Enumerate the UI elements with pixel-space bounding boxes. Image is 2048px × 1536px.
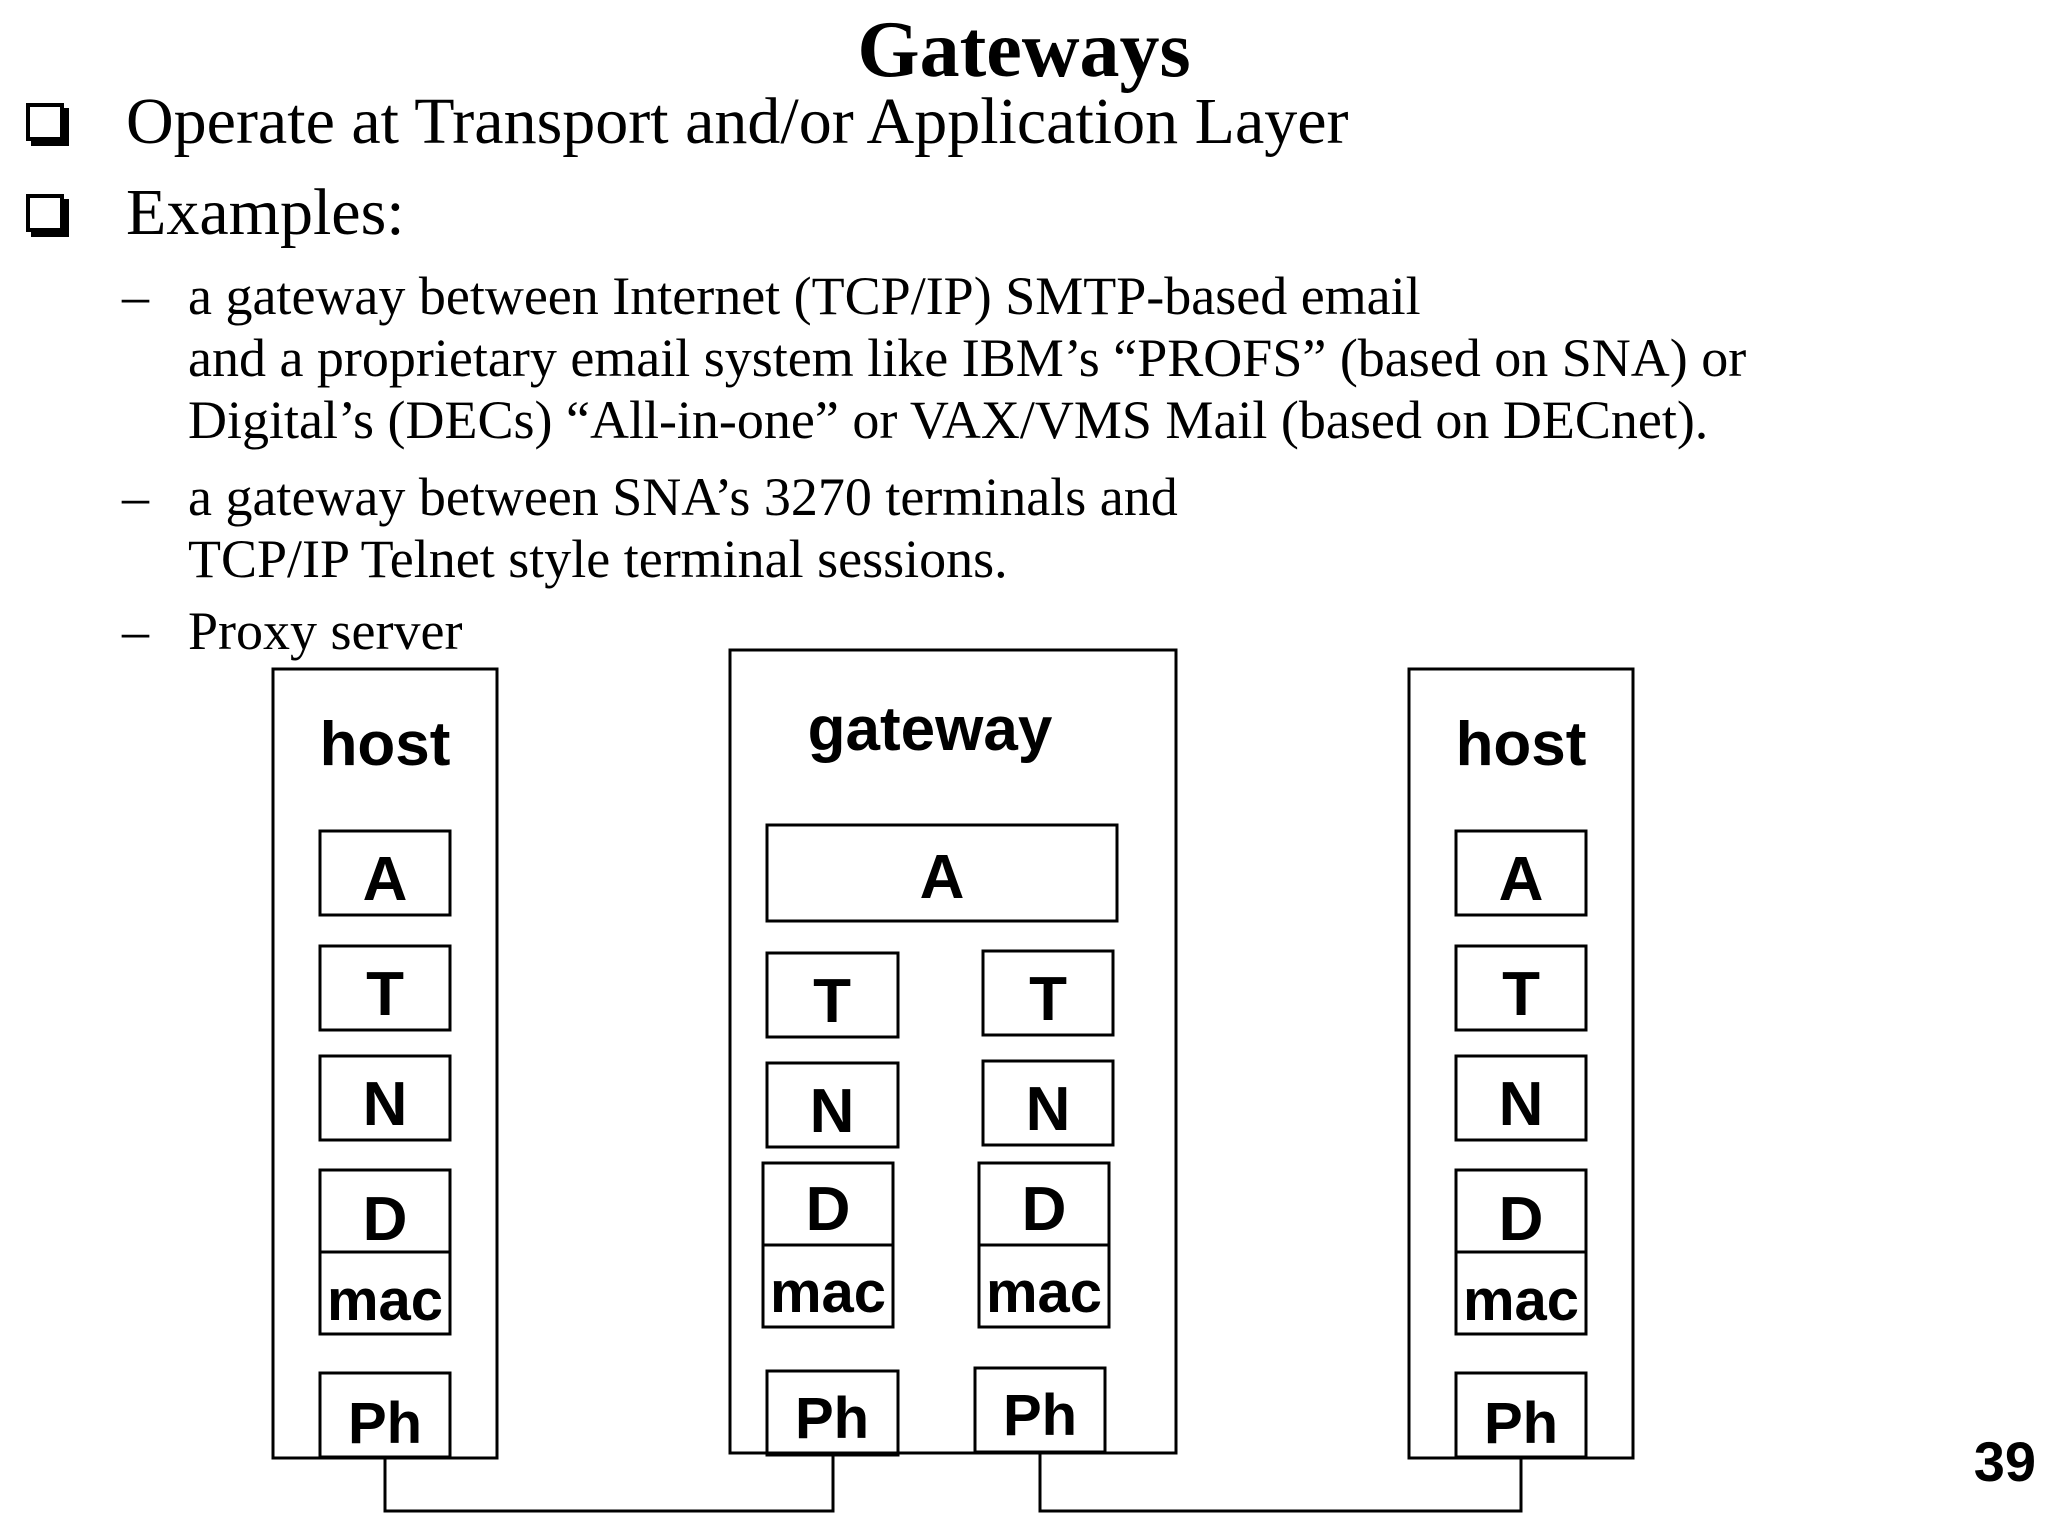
gateway-right-layer-n-box [981, 1059, 1115, 1147]
square-bullet-icon [26, 194, 64, 232]
link-left-host-to-gateway [383, 1455, 835, 1513]
dash-bullet: – [122, 601, 149, 661]
bullet-text: Operate at Transport and/or Application … [126, 85, 1349, 158]
gateway-right-layer-t: T [1029, 965, 1067, 1034]
right-host-layer-d: D [1499, 1185, 1544, 1254]
gateway-layer-a: A [920, 843, 965, 912]
left-host-layer-a-box [318, 829, 452, 917]
gateway-left-layer-t-box [765, 951, 900, 1039]
page-number: 39 [1973, 1430, 2036, 1493]
sub-bullet-line: a gateway between SNA’s 3270 terminals a… [188, 467, 1178, 527]
gateway-right-layer-mac-box [977, 1243, 1111, 1329]
bullet-examples: Examples: [26, 175, 405, 251]
right-host-layer-t: T [1502, 960, 1540, 1029]
dash-bullet: – [122, 467, 149, 527]
gateway-right-layer-n: N [1026, 1075, 1071, 1144]
left-host-layer-a: A [363, 845, 408, 914]
gateway-left-layer-n: N [810, 1077, 855, 1146]
left-host-layer-d: D [363, 1185, 408, 1254]
link-gateway-to-right-host [1038, 1452, 1523, 1513]
right-host-layer-a-box [1454, 829, 1588, 917]
left-host-layer-t: T [366, 960, 404, 1029]
left-host-layer-t-box [318, 944, 452, 1032]
gateway-label: gateway [808, 695, 1053, 764]
bullet-text: Examples: [126, 176, 405, 249]
sub-bullet-line: Proxy server [188, 601, 463, 661]
left-host-layer-n-box [318, 1054, 452, 1142]
right-host-layer-mac-box [1454, 1250, 1588, 1336]
gateway-right-layer-mac: mac [986, 1260, 1102, 1325]
gateway-left-layer-mac: mac [770, 1260, 886, 1325]
right-host-box [1407, 667, 1635, 1460]
right-host-layer-n: N [1499, 1070, 1544, 1139]
right-host-layer-t-box [1454, 944, 1588, 1032]
gateway-box [728, 648, 1178, 1455]
gateway-right-layer-t-box [981, 949, 1115, 1037]
square-bullet-icon [26, 103, 64, 141]
bullet-operate: Operate at Transport and/or Application … [26, 84, 1349, 160]
slide-title: Gateways [857, 6, 1191, 94]
gateway-left-layer-mac-box [761, 1243, 895, 1329]
left-host-layer-n: N [363, 1070, 408, 1139]
sub-bullet-line: Digital’s (DECs) “All-in-one” or VAX/VMS… [188, 390, 1709, 450]
gateway-left-layer-t: T [813, 967, 851, 1036]
right-host-layer-a: A [1499, 845, 1544, 914]
right-host-layer-mac: mac [1463, 1268, 1579, 1333]
dash-bullet: – [122, 266, 149, 326]
gateway-right-layer-d: D [1022, 1175, 1067, 1244]
left-host-layer-mac: mac [327, 1268, 443, 1333]
sub-bullet-proxy: – Proxy server [122, 600, 462, 662]
left-host-layer-ph: Ph [348, 1391, 422, 1456]
gateway-left-layer-n-box [765, 1061, 900, 1149]
left-host-layer-mac-box [318, 1250, 452, 1336]
gateway-layer-a-box [765, 823, 1119, 923]
gateway-right-layer-ph: Ph [1003, 1383, 1077, 1448]
sub-bullet-line: TCP/IP Telnet style terminal sessions. [188, 529, 1008, 589]
gateway-left-layer-d: D [806, 1175, 851, 1244]
left-host-label: host [320, 710, 451, 779]
sub-bullet-3270-gateway: – a gateway between SNA’s 3270 terminals… [122, 466, 1178, 590]
sub-bullet-smtp-gateway: – a gateway between Internet (TCP/IP) SM… [122, 265, 1746, 451]
right-host-layer-ph: Ph [1484, 1391, 1558, 1456]
right-host-label: host [1456, 710, 1587, 779]
right-host-layer-n-box [1454, 1054, 1588, 1142]
gateway-left-layer-ph: Ph [795, 1386, 869, 1451]
sub-bullet-line: and a proprietary email system like IBM’… [188, 328, 1747, 388]
sub-bullet-line: a gateway between Internet (TCP/IP) SMTP… [188, 266, 1421, 326]
left-host-box [271, 667, 499, 1460]
